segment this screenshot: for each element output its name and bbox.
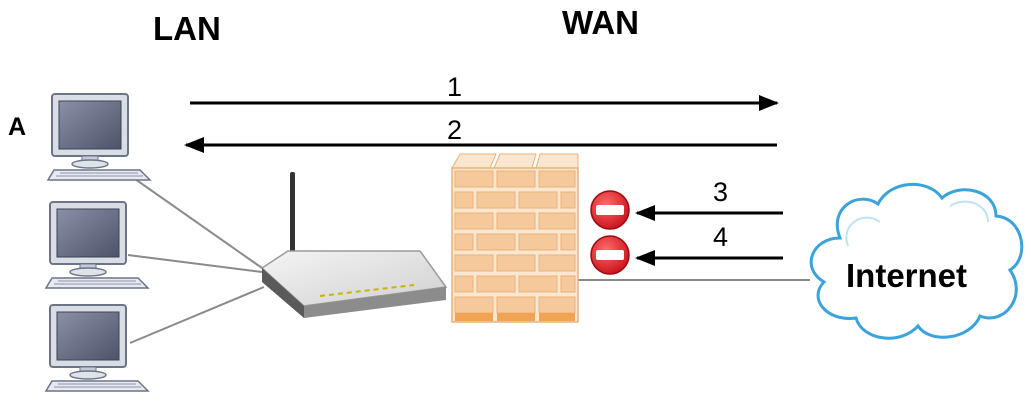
block-icon: [590, 190, 630, 230]
firewall-icon: [451, 153, 579, 323]
lan-zone-label: LAN: [153, 10, 221, 47]
link-computer-c: [129, 286, 265, 344]
computer-icon: [47, 93, 151, 181]
arrow-3-label: 3: [713, 177, 728, 207]
internet-label: Internet: [846, 257, 967, 294]
computer-icon: [45, 304, 149, 392]
wan-zone-label: WAN: [562, 4, 639, 41]
block-icon: [590, 235, 630, 275]
arrow-4-label: 4: [713, 222, 728, 252]
arrow-1-label: 1: [447, 72, 462, 102]
link-computer-a: [124, 171, 263, 269]
arrow-2-label: 2: [447, 115, 462, 145]
computer-a-label: A: [8, 113, 26, 141]
router-icon: [260, 172, 448, 318]
link-computer-b: [127, 254, 263, 273]
computer-icon: [45, 201, 149, 289]
cloud-icon: [809, 183, 1024, 340]
